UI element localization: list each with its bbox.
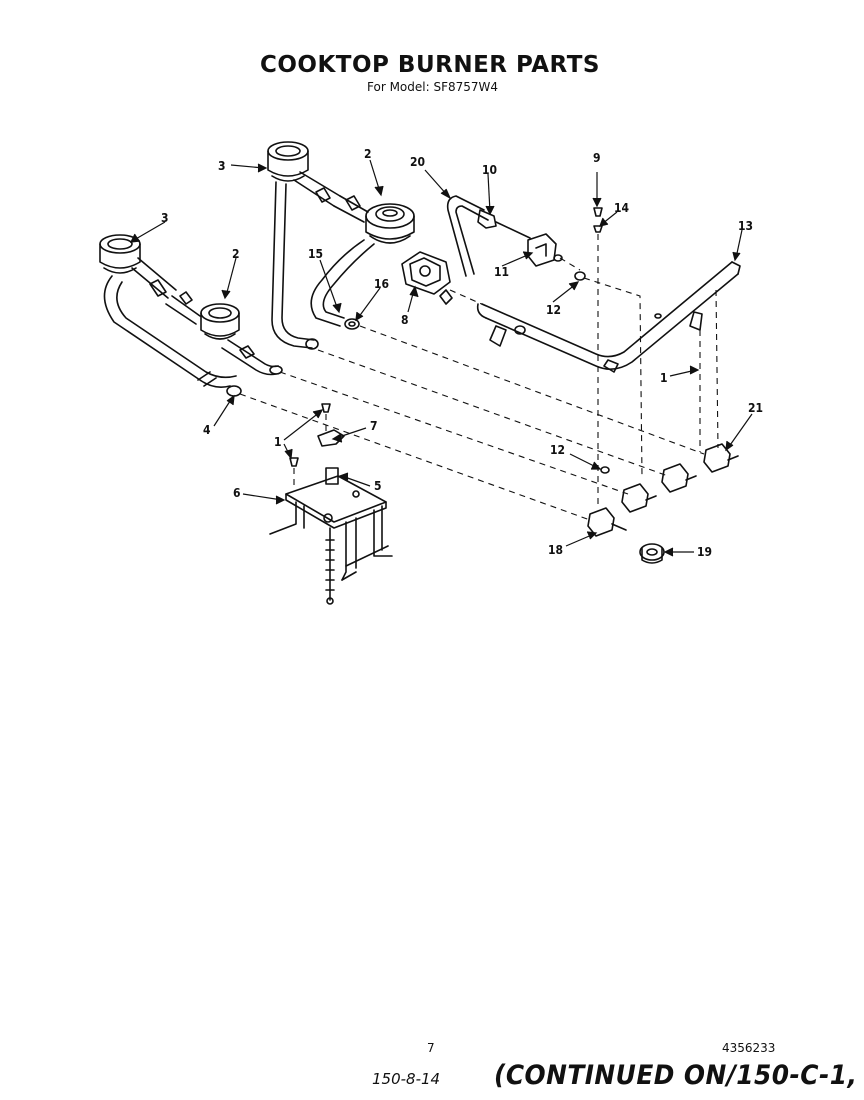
continued-note: (CONTINUED ON/150-C-1, [494,1060,858,1091]
callout-10: 10 [482,163,497,177]
center-burner-assembly [310,195,415,330]
supply-tube-assembly [446,195,531,277]
right-rear-burner-assembly [267,141,341,350]
callout-1-bracket: 1 [274,435,282,449]
handwritten-reference: 150-8-14 [372,1070,441,1088]
page-title-text: COOKTOP BURNER PARTS [260,52,600,78]
small-fasteners [289,207,610,474]
page-number: 7 [427,1041,435,1055]
callout-2-left-rear: 2 [232,247,240,261]
regulator-8 [401,251,453,305]
callout-3-right-rear: 3 [218,159,226,173]
left-rear-burner-assembly [165,291,283,376]
document-number: 4356233 [722,1041,776,1055]
callout-19: 19 [697,545,712,559]
callout-2-center: 2 [364,147,372,161]
callout-20: 20 [410,155,425,169]
model-subtitle: For Model: SF8757W4 [367,80,499,94]
callout-14: 14 [614,201,630,215]
burner-valves [587,443,739,537]
callout-numbers: 3 2 20 10 9 14 13 3 2 15 16 8 11 12 1 21… [161,147,763,559]
callout-9: 9 [593,151,601,165]
callout-21: 21 [748,401,763,415]
callout-1-manifold: 1 [660,371,668,385]
callout-15: 15 [308,247,323,261]
callout-12-upper: 12 [546,303,561,317]
leader-lines [129,159,753,557]
valve-11 [527,233,563,267]
callout-18: 18 [548,543,563,557]
callout-7: 7 [370,419,378,433]
callout-5: 5 [374,479,382,493]
callout-3-left-front: 3 [161,211,169,225]
alignment-lines [239,234,719,521]
left-front-burner-assembly [99,234,242,397]
callout-6: 6 [233,486,241,500]
knob-19 [639,543,665,564]
callout-8: 8 [401,313,409,327]
bracket-6 [269,429,393,605]
callout-16: 16 [374,277,389,291]
callout-4: 4 [203,423,211,437]
manifold-13 [476,261,741,373]
page-title: COOKTOP BURNER PARTS [0,52,864,78]
callout-13: 13 [738,219,753,233]
callout-11: 11 [494,265,509,279]
callout-12-lower: 12 [550,443,565,457]
